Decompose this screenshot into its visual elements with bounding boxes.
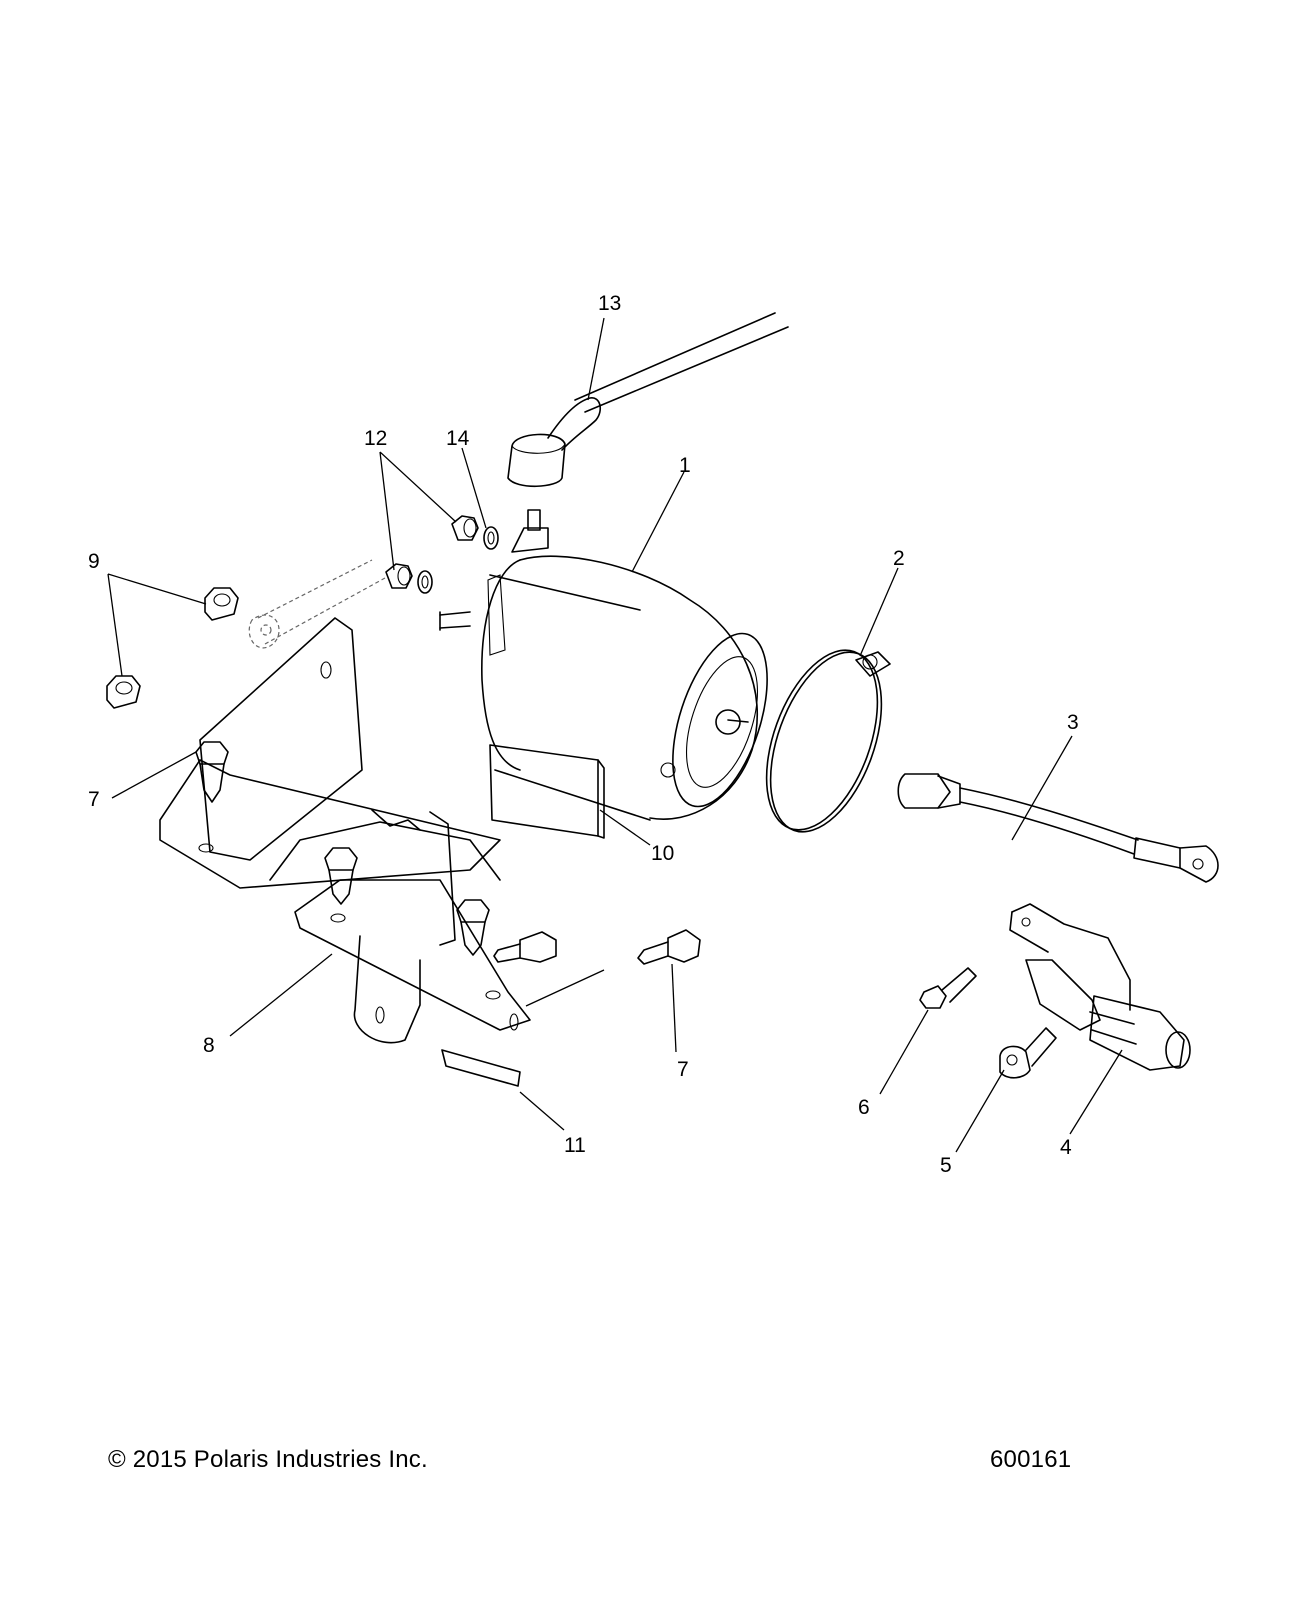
callout-12: 12 — [364, 427, 387, 450]
starter-drive — [1009, 903, 1191, 1071]
callout-4: 4 — [1060, 1136, 1072, 1159]
callout-6: 6 — [858, 1096, 870, 1119]
callout-13: 13 — [598, 292, 621, 315]
terminal-nuts-washers — [385, 515, 499, 594]
flange-bolts — [195, 741, 701, 965]
hose-clamp — [765, 649, 891, 833]
callout-8: 8 — [203, 1034, 215, 1057]
callout-10: 10 — [651, 842, 674, 865]
callout-7-left: 7 — [88, 788, 100, 811]
callout-labels: 1 2 3 4 5 6 7 7 8 9 10 11 12 13 14 — [88, 292, 1079, 1177]
callout-3: 3 — [1067, 711, 1079, 734]
callout-5: 5 — [940, 1154, 952, 1177]
callout-14: 14 — [446, 427, 470, 450]
callout-1: 1 — [679, 454, 691, 477]
callout-9: 9 — [88, 550, 100, 573]
callout-11: 11 — [564, 1134, 586, 1157]
small-bolts — [919, 967, 1057, 1079]
ground-cable — [897, 773, 1219, 883]
figure-number: 600161 — [990, 1446, 1072, 1473]
ghost-terminal — [248, 559, 386, 649]
starter-motor — [439, 509, 768, 821]
battery-cable — [507, 312, 789, 488]
callout-2: 2 — [893, 547, 905, 570]
copyright-notice: © 2015 Polaris Industries Inc. — [108, 1446, 428, 1473]
callout-7-right: 7 — [677, 1058, 689, 1081]
leader-lines — [107, 317, 1123, 1153]
mounting-bracket — [159, 617, 531, 1044]
flange-nuts — [106, 587, 239, 709]
rubber-pads — [441, 744, 605, 1087]
